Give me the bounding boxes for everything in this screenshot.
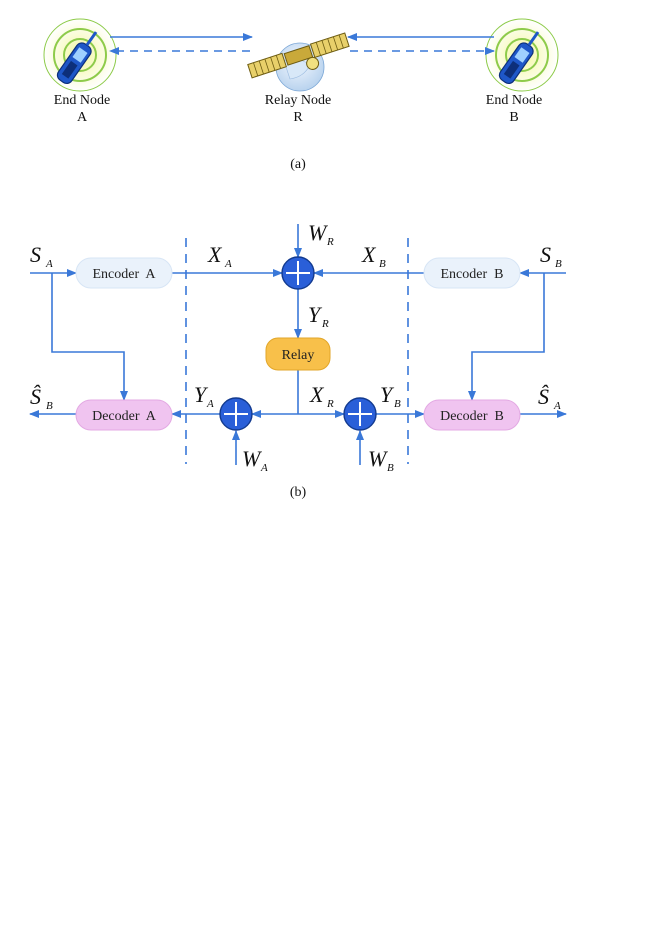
phone-a-icon [43,18,117,92]
adder-b-icon [343,397,377,431]
symbol-shat-a: Ŝ A [538,384,561,412]
svg-text:W: W [308,220,328,245]
svg-text:S: S [30,242,41,267]
svg-text:W: W [368,446,388,471]
caption-b: (b) [290,485,307,500]
svg-text:X: X [361,242,377,267]
svg-text:B: B [379,258,386,270]
svg-text:R: R [326,236,334,248]
relay-node-id: R [293,110,303,125]
symbol-xr: X R [309,382,334,410]
svg-text:A: A [553,400,561,412]
symbol-xb: X B [361,242,386,270]
symbol-wr: W R [308,220,334,248]
svg-text:S: S [540,242,551,267]
adder-a-icon [219,397,253,431]
svg-text:Y: Y [194,382,209,407]
encoder-b-label: Encoder B [441,267,504,282]
symbol-sa: S A [30,242,53,270]
svg-text:X: X [207,242,223,267]
symbol-ya: Y A [194,382,214,410]
end-node-a-label: End Node [54,93,110,108]
adder-relay-icon [281,256,315,290]
symbol-sb: S B [540,242,562,270]
encoder-b-block: Encoder B [423,257,521,289]
symbol-wa: W A [242,446,268,474]
decoder-b-label: Decoder B [440,409,504,424]
relay-block: Relay [265,337,331,371]
symbol-xa: X A [207,242,232,270]
svg-text:A: A [224,258,232,270]
end-node-b-label: End Node [486,93,542,108]
part-a-network: End Node A Relay Node R End Node B (a) [43,18,559,172]
caption-a: (a) [290,157,306,172]
phone-b-icon [485,18,559,92]
relay-node-label: Relay Node [265,93,331,108]
decoder-b-block: Decoder B [423,399,521,431]
symbol-yr: Y R [308,302,329,330]
svg-text:X: X [309,382,325,407]
satellite-icon [247,32,350,92]
svg-text:B: B [555,258,562,270]
part-b-block-diagram: Encoder A Encoder B Decoder A Decoder B … [29,220,567,500]
svg-text:A: A [260,462,268,474]
decoder-a-block: Decoder A [75,399,173,431]
end-node-b-id: B [509,110,518,125]
line-sa-to-decoder-a [51,273,128,401]
encoder-a-block: Encoder A [75,257,173,289]
svg-text:A: A [206,398,214,410]
end-node-a-id: A [77,110,88,125]
symbol-wb: W B [368,446,394,474]
decoder-a-label: Decoder A [92,409,157,424]
svg-text:Y: Y [380,382,395,407]
svg-text:B: B [46,400,53,412]
svg-text:R: R [326,398,334,410]
svg-text:R: R [321,318,329,330]
line-sb-to-decoder-b [468,273,545,401]
symbol-yb: Y B [380,382,401,410]
svg-text:W: W [242,446,262,471]
svg-text:Ŝ: Ŝ [538,384,549,409]
svg-text:A: A [45,258,53,270]
relay-label: Relay [282,348,315,363]
symbol-shat-b: Ŝ B [30,384,53,412]
svg-text:B: B [394,398,401,410]
encoder-a-label: Encoder A [93,267,157,282]
svg-text:Ŝ: Ŝ [30,384,41,409]
svg-text:Y: Y [308,302,323,327]
svg-text:B: B [387,462,394,474]
